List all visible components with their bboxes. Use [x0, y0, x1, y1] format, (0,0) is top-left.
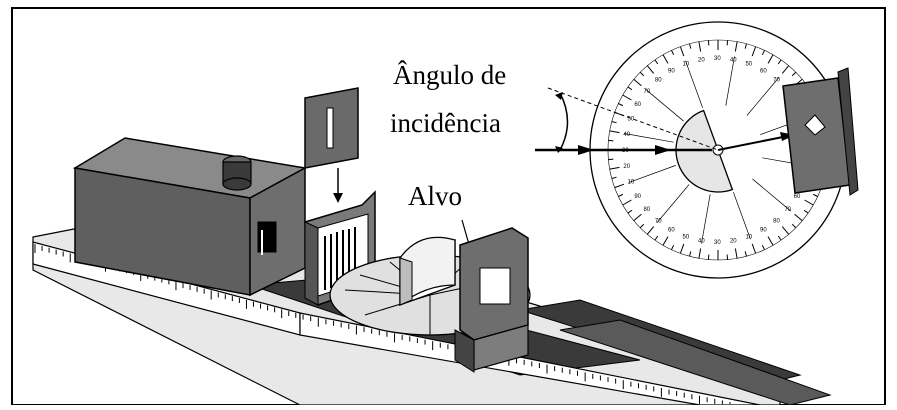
protractor-number: 50: [683, 234, 690, 240]
protractor-number: 50: [745, 62, 752, 68]
target-screen: [455, 220, 528, 372]
protractor-number: 90: [760, 228, 767, 234]
protractor-number: 40: [623, 132, 630, 138]
protractor-number: 30: [714, 56, 721, 62]
protractor-number: 60: [760, 68, 767, 74]
target-label: Alvo: [408, 183, 462, 210]
angle-of-incidence-label-line2: incidência: [390, 110, 501, 137]
protractor-number: 10: [745, 234, 752, 240]
protractor-number: 60: [794, 194, 801, 200]
protractor-number: 20: [623, 164, 630, 170]
protractor-number: 80: [773, 218, 780, 224]
protractor-number: 20: [698, 57, 705, 63]
protractor-number: 70: [773, 78, 780, 84]
protractor-number: 20: [730, 239, 737, 245]
protractor-number: 40: [730, 57, 737, 63]
protractor-number: 10: [683, 62, 690, 68]
protractor-number: 90: [634, 194, 641, 200]
protractor-number: 60: [668, 228, 675, 234]
protractor-number: 80: [655, 78, 662, 84]
protractor-number: 40: [698, 239, 705, 245]
protractor-number: 30: [714, 240, 721, 246]
protractor-number: 70: [644, 89, 651, 95]
protractor-number: 70: [655, 218, 662, 224]
angle-of-incidence-label-line1: Ângulo de: [393, 62, 506, 89]
protractor-number: 80: [644, 207, 651, 213]
protractor-number: 90: [668, 68, 675, 74]
protractor-number: 70: [784, 207, 791, 213]
protractor-number: 60: [634, 102, 641, 108]
protractor-number: 10: [628, 179, 635, 185]
